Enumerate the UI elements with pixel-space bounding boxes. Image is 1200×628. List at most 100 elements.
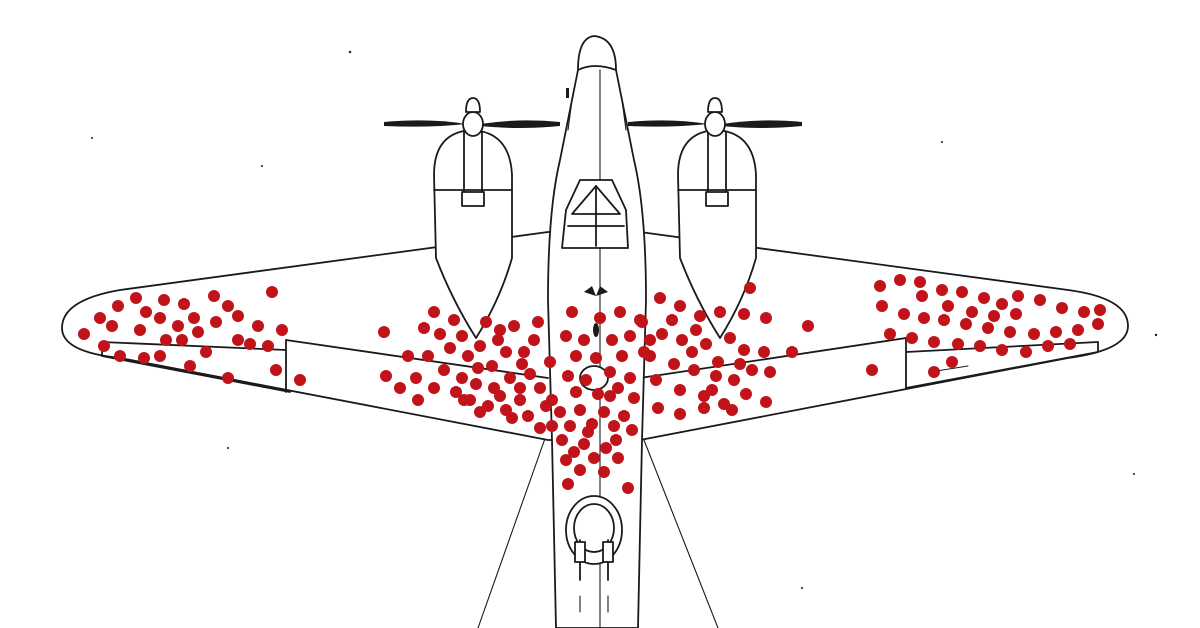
hit-marker-right-wingtip-39 xyxy=(988,310,1000,322)
hit-marker-fuselage-center-14 xyxy=(570,386,582,398)
hit-marker-left-wingtip-13 xyxy=(188,312,200,324)
hit-marker-left-wingtip-5 xyxy=(158,294,170,306)
hit-marker-left-wingtip-25 xyxy=(262,340,274,352)
hit-marker-fuselage-center-13 xyxy=(624,372,636,384)
hit-marker-left-wingtip-12 xyxy=(172,320,184,332)
hit-marker-right-wingtip-1 xyxy=(874,280,886,292)
hit-marker-left-inner-wing-7 xyxy=(428,382,440,394)
hit-marker-left-inner-wing-1 xyxy=(378,326,390,338)
hit-marker-fuselage-center-26 xyxy=(626,424,638,436)
hit-marker-left-inner-wing-16 xyxy=(456,372,468,384)
hit-marker-right-inner-wing-12 xyxy=(700,338,712,350)
hit-marker-right-wingtip-2 xyxy=(894,274,906,286)
hit-marker-right-wingtip-30 xyxy=(1020,346,1032,358)
hit-marker-left-inner-wing-5 xyxy=(410,372,422,384)
hit-marker-right-wingtip-10 xyxy=(1056,302,1068,314)
hit-marker-fuselage-center-25 xyxy=(608,420,620,432)
hit-marker-right-wingtip-12 xyxy=(1094,304,1106,316)
hit-marker-right-wingtip-9 xyxy=(1034,294,1046,306)
hit-marker-left-inner-wing-44 xyxy=(532,316,544,328)
hit-marker-right-inner-wing-10 xyxy=(656,328,668,340)
hit-marker-right-inner-wing-4 xyxy=(714,306,726,318)
hit-marker-left-inner-wing-32 xyxy=(534,382,546,394)
hit-marker-right-wingtip-31 xyxy=(1042,340,1054,352)
hit-marker-left-inner-wing-40 xyxy=(514,382,526,394)
hit-marker-left-inner-wing-36 xyxy=(534,422,546,434)
hit-marker-left-inner-wing-29 xyxy=(518,346,530,358)
hit-marker-fuselage-center-7 xyxy=(624,330,636,342)
hit-marker-right-inner-wing-34 xyxy=(686,346,698,358)
hit-marker-left-inner-wing-34 xyxy=(522,410,534,422)
hit-marker-right-wingtip-7 xyxy=(996,298,1008,310)
hit-marker-right-wingtip-16 xyxy=(938,314,950,326)
hit-marker-left-inner-wing-17 xyxy=(470,378,482,390)
hit-marker-left-inner-wing-47 xyxy=(474,406,486,418)
hit-marker-fuselage-center-30 xyxy=(560,454,572,466)
hit-marker-right-inner-wing-28 xyxy=(740,388,752,400)
hit-marker-left-wingtip-21 xyxy=(184,360,196,372)
hit-marker-right-inner-wing-19 xyxy=(688,364,700,376)
left-propeller xyxy=(384,97,560,137)
hit-marker-left-inner-wing-37 xyxy=(472,362,484,374)
hit-marker-left-wingtip-8 xyxy=(266,286,278,298)
hit-marker-right-wingtip-23 xyxy=(1092,318,1104,330)
hit-marker-right-inner-wing-30 xyxy=(652,402,664,414)
hit-marker-fuselage-center-27 xyxy=(556,434,568,446)
hit-marker-fuselage-center-36 xyxy=(562,478,574,490)
hit-marker-left-inner-wing-10 xyxy=(434,328,446,340)
hit-marker-right-inner-wing-3 xyxy=(694,310,706,322)
hit-marker-right-inner-wing-21 xyxy=(728,374,740,386)
tail-guide-lines xyxy=(477,429,719,628)
hit-marker-left-wingtip-14 xyxy=(210,316,222,328)
hit-marker-left-wingtip-20 xyxy=(154,350,166,362)
hit-marker-fuselage-center-3 xyxy=(614,306,626,318)
hit-marker-left-inner-wing-41 xyxy=(494,324,506,336)
hit-marker-right-wingtip-27 xyxy=(952,338,964,350)
hit-marker-right-inner-wing-11 xyxy=(676,334,688,346)
hit-marker-right-inner-wing-36 xyxy=(734,358,746,370)
hit-marker-fuselage-center-28 xyxy=(578,438,590,450)
hit-marker-fuselage-center-4 xyxy=(560,330,572,342)
hit-marker-left-wingtip-7 xyxy=(208,290,220,302)
hit-marker-fuselage-center-39 xyxy=(546,394,558,406)
hit-marker-fuselage-center-8 xyxy=(570,350,582,362)
hit-marker-left-inner-wing-45 xyxy=(464,394,476,406)
hit-marker-left-wingtip-18 xyxy=(114,350,126,362)
hit-marker-left-wingtip-4 xyxy=(130,292,142,304)
hit-marker-fuselage-center-9 xyxy=(590,352,602,364)
left-engine xyxy=(433,129,513,339)
hit-marker-fuselage-center-18 xyxy=(554,406,566,418)
hit-marker-fuselage-center-2 xyxy=(594,312,606,324)
hit-marker-left-wingtip-27 xyxy=(222,372,234,384)
hit-marker-right-wingtip-25 xyxy=(906,332,918,344)
hit-marker-left-inner-wing-39 xyxy=(438,364,450,376)
hit-marker-right-inner-wing-5 xyxy=(738,308,750,320)
paper-specks xyxy=(91,50,1158,589)
hit-marker-right-inner-wing-8 xyxy=(744,282,756,294)
hit-marker-left-wingtip-1 xyxy=(112,300,124,312)
hit-marker-left-inner-wing-26 xyxy=(492,334,504,346)
hit-marker-fuselage-center-34 xyxy=(598,466,610,478)
hit-marker-left-wingtip-32 xyxy=(98,340,110,352)
hit-marker-right-inner-wing-24 xyxy=(650,374,662,386)
hit-marker-left-wingtip-10 xyxy=(134,324,146,336)
hit-marker-right-inner-wing-9 xyxy=(636,316,648,328)
hit-markers xyxy=(78,274,1106,494)
hit-marker-right-inner-wing-35 xyxy=(712,356,724,368)
hit-marker-right-inner-wing-39 xyxy=(644,334,656,346)
hit-marker-left-inner-wing-28 xyxy=(508,320,520,332)
hit-marker-fuselage-center-31 xyxy=(588,452,600,464)
hit-marker-right-inner-wing-25 xyxy=(674,384,686,396)
hit-marker-right-wingtip-33 xyxy=(928,366,940,378)
hit-marker-right-inner-wing-29 xyxy=(760,396,772,408)
cockpit-canopy xyxy=(561,179,629,249)
hit-marker-right-wingtip-28 xyxy=(974,340,986,352)
hit-marker-fuselage-center-40 xyxy=(582,426,594,438)
hit-marker-right-wingtip-37 xyxy=(942,300,954,312)
hit-marker-right-wingtip-6 xyxy=(978,292,990,304)
hit-marker-right-wingtip-22 xyxy=(1072,324,1084,336)
hit-marker-left-inner-wing-24 xyxy=(486,360,498,372)
hit-marker-right-inner-wing-18 xyxy=(668,358,680,370)
hit-marker-fuselage-center-6 xyxy=(606,334,618,346)
